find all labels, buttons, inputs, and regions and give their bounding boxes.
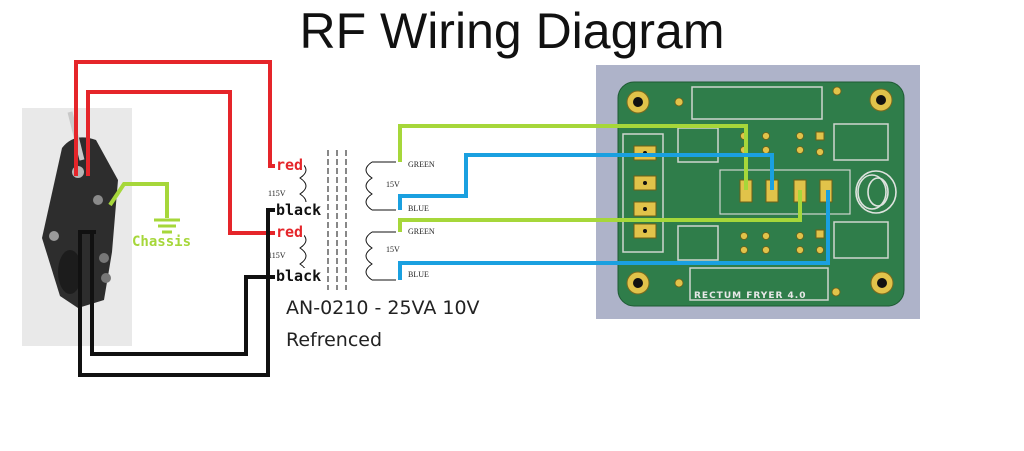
black-label-bottom: black — [275, 267, 323, 285]
green-label-bottom: GREEN — [408, 227, 435, 236]
primary-voltage-label-bottom: 115V — [268, 251, 286, 260]
green-label-top: GREEN — [408, 160, 435, 169]
secondary-voltage-label-bottom: 15V — [386, 245, 400, 254]
page-title: RF Wiring Diagram — [299, 3, 725, 59]
blue-label-top: BLUE — [408, 204, 429, 213]
black-label-top: black — [275, 201, 323, 219]
secondary-voltage-label-top: 15V — [386, 180, 400, 189]
red-label-bottom: red — [275, 223, 305, 241]
green-wires — [398, 124, 802, 232]
red-label-top: red — [275, 156, 305, 174]
red-wires — [74, 60, 282, 235]
blue-label-bottom: BLUE — [408, 270, 429, 279]
pcb-board-name: RECTUM FRYER 4.0 — [694, 291, 806, 301]
black-wires — [78, 208, 282, 377]
primary-voltage-label-top: 115V — [268, 189, 286, 198]
transformer-ref-note: Refrenced — [286, 329, 383, 351]
ground-wire — [108, 182, 180, 234]
chassis-ground-label: Chassis — [132, 234, 192, 250]
pcb-image — [596, 65, 920, 319]
blue-wires — [398, 153, 830, 280]
transformer-model-note: AN-0210 - 25VA 10V — [286, 297, 480, 319]
